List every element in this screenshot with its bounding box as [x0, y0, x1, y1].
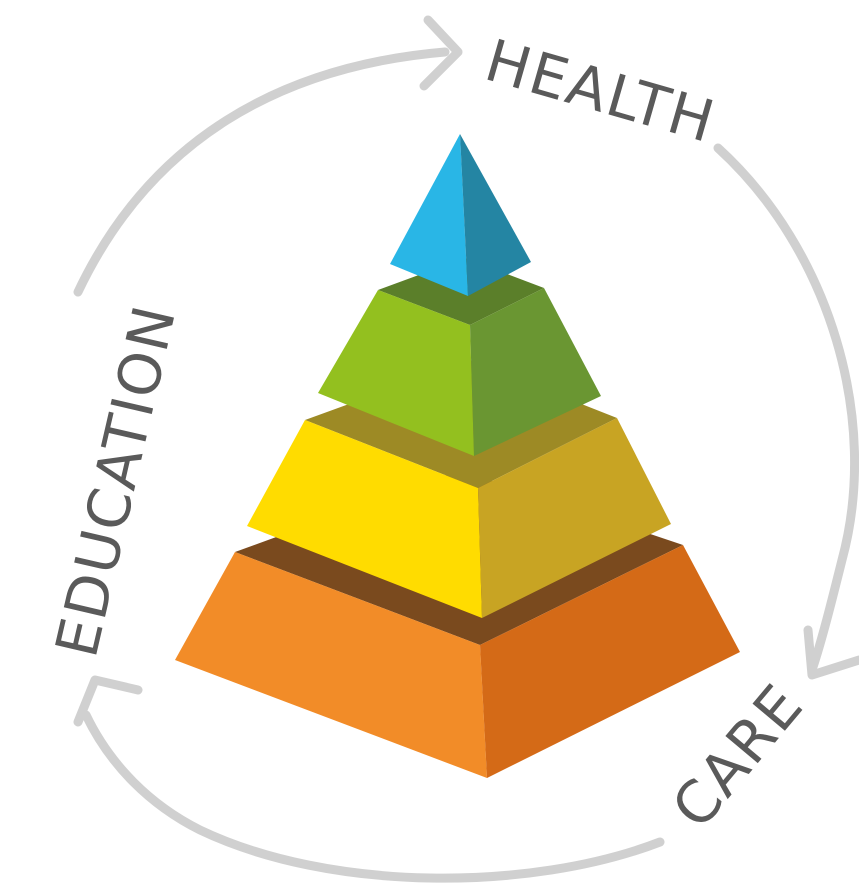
label-health: HEALTH: [478, 26, 723, 156]
label-care: CARE: [659, 671, 817, 841]
tier-base-front-face: [175, 552, 487, 778]
arrow-education-to-health: [73, 47, 450, 297]
tier-2-side-face: [470, 288, 601, 456]
label-education: EDUCATION: [42, 298, 189, 663]
arrowhead-education-icon: [73, 675, 143, 727]
pyramid-tier-top: [390, 134, 531, 296]
arrowhead-care-icon: [803, 625, 859, 680]
cycle-arrows: [73, 15, 859, 883]
tier-top-side-face: [460, 134, 531, 296]
pyramid: [175, 134, 740, 778]
tier-top-front-face: [390, 134, 468, 296]
arrow-care-to-education: [81, 710, 665, 883]
tier-3-front-face: [247, 420, 482, 618]
arrow-health-to-care: [713, 143, 859, 675]
arrowhead-health-icon: [419, 15, 463, 91]
tier-base-side-face: [480, 545, 740, 778]
tier-2-front-face: [318, 290, 474, 456]
tier-3-side-face: [478, 418, 671, 618]
